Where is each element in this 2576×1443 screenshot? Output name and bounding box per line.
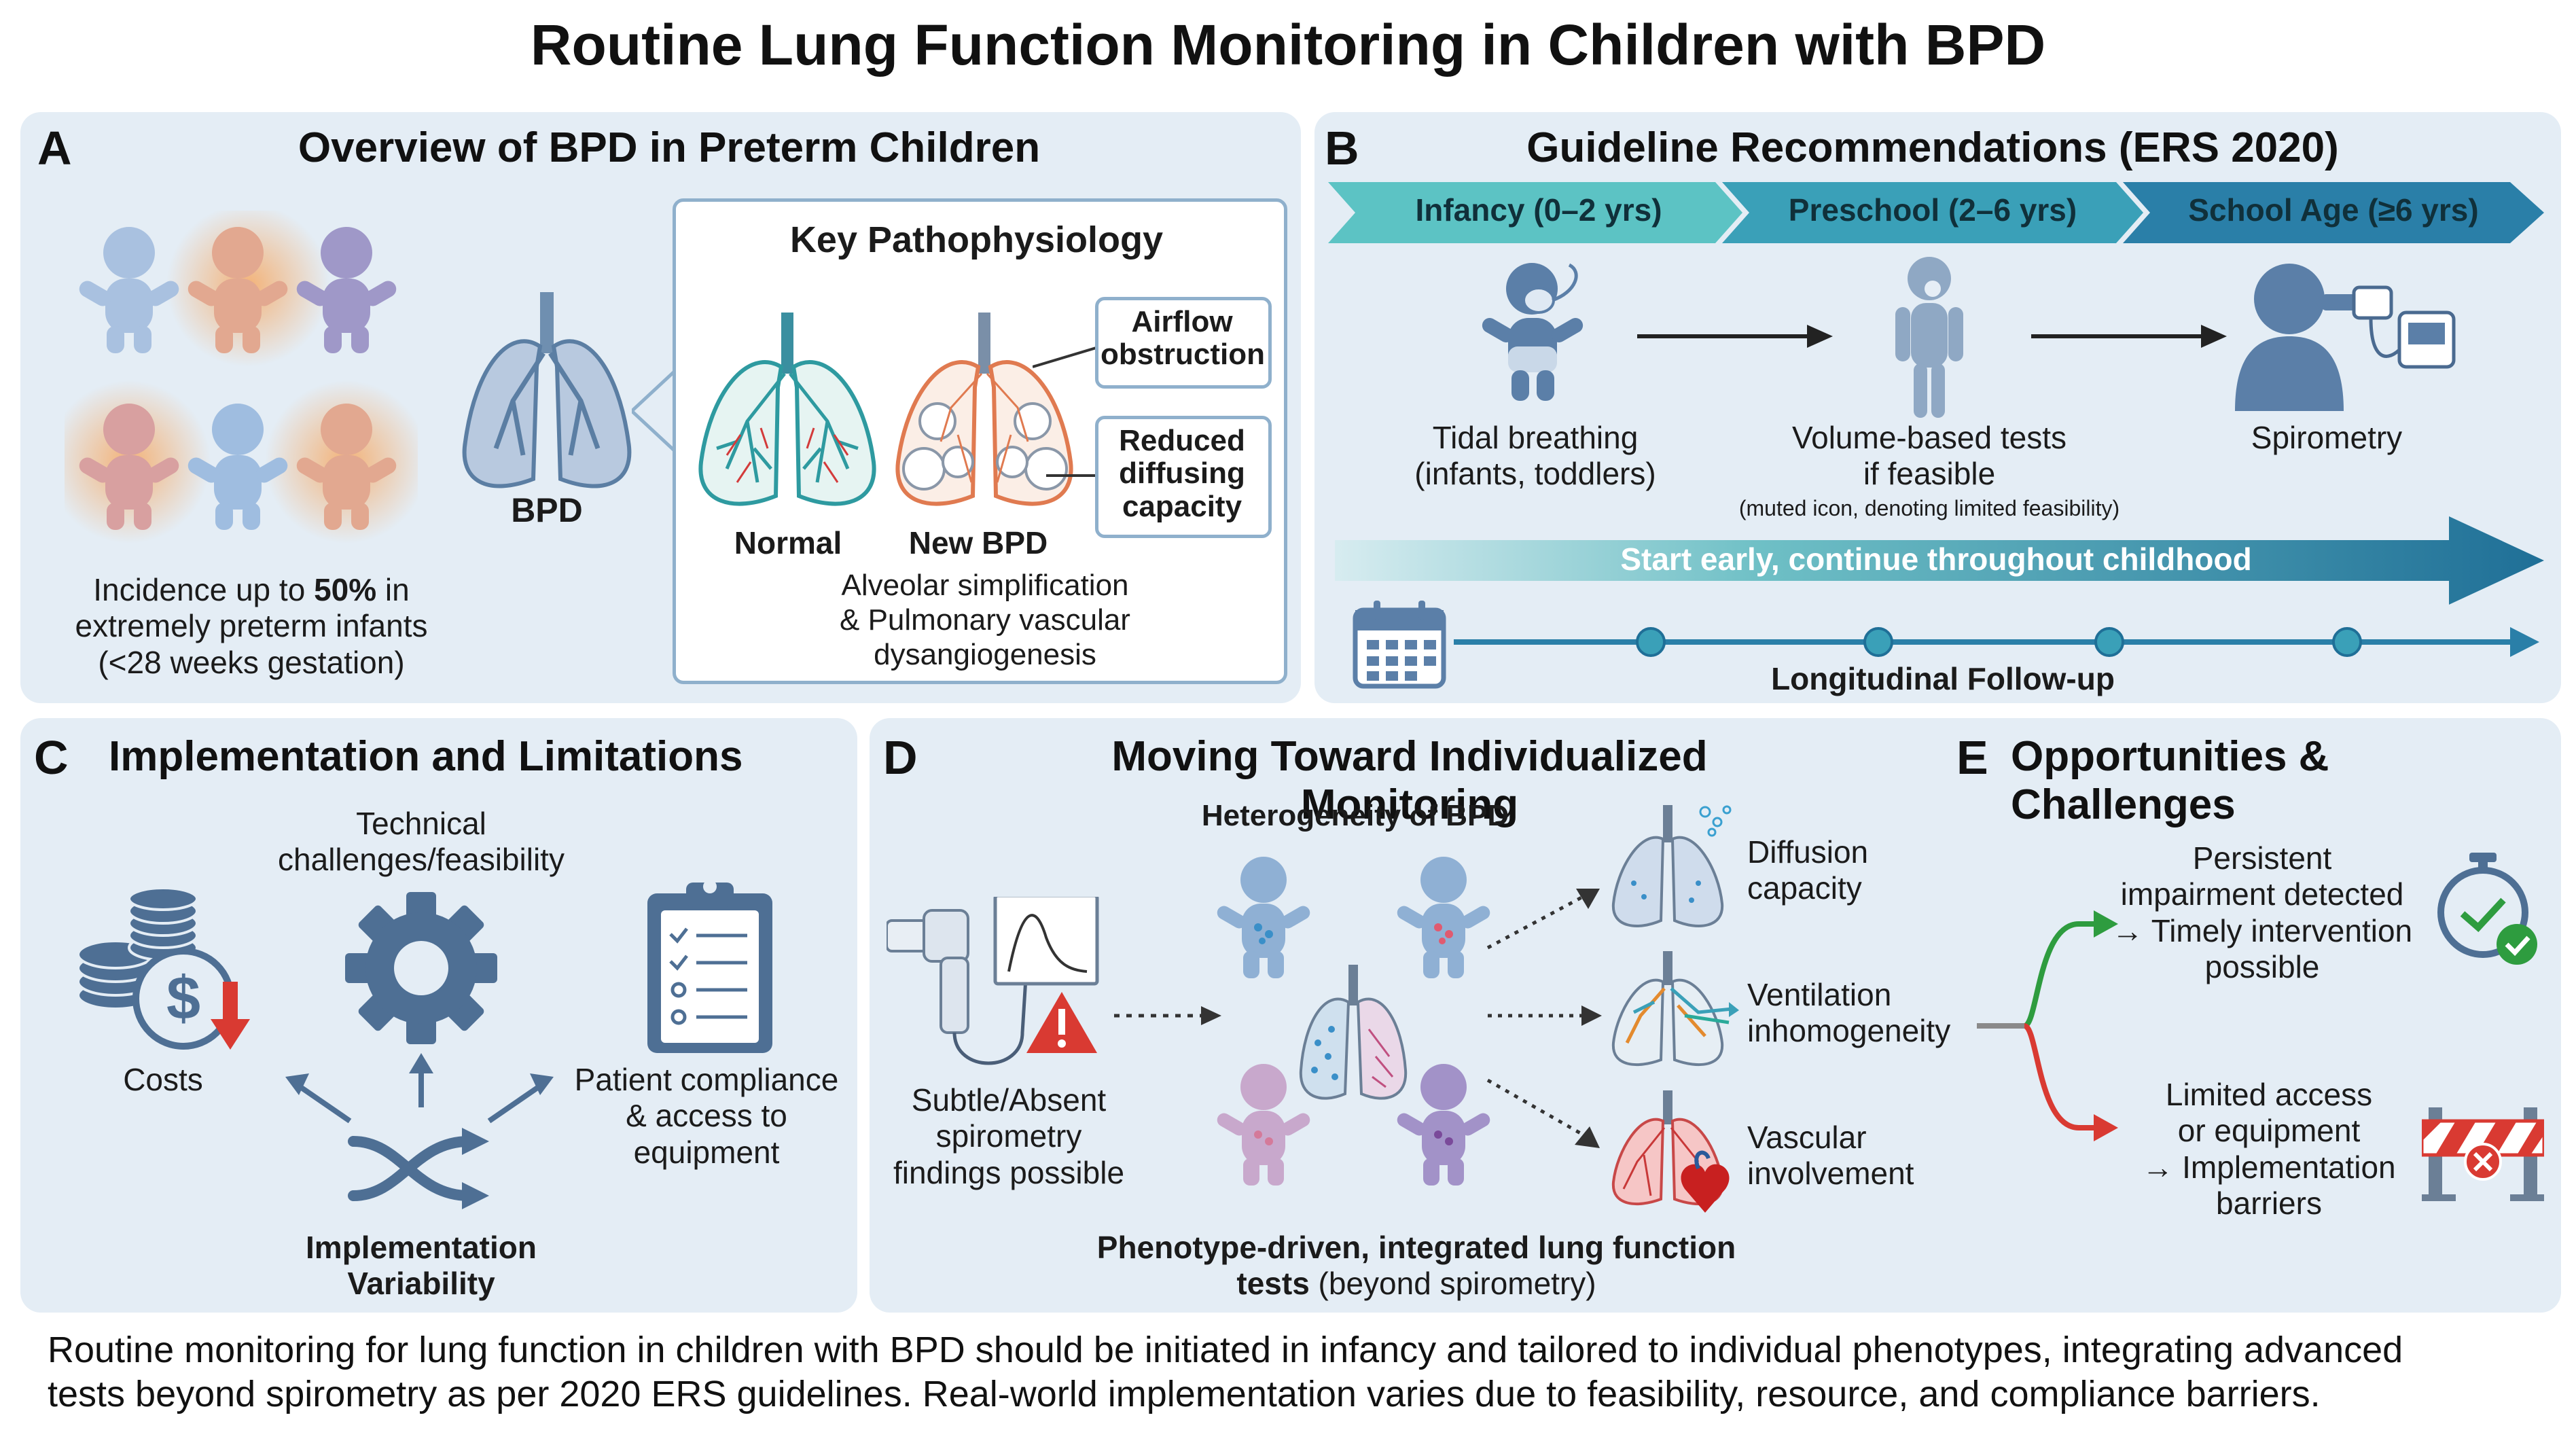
heterogeneity-label: Heterogeneity of BPD <box>1201 799 1509 832</box>
infant-mask-icon <box>1482 263 1584 401</box>
costs-icon: $ <box>77 887 250 1050</box>
bpd-label: BPD <box>511 491 583 529</box>
spirometer-icon <box>887 897 1099 1065</box>
baby-icon <box>296 404 397 530</box>
spirometry-label: Spirometry <box>2251 420 2403 455</box>
panel-c-title: Implementation and Limitations <box>109 733 743 780</box>
normal-lung-icon <box>698 313 876 506</box>
panel-b-letter: B <box>1325 122 1359 175</box>
bpd-lungs-icon <box>462 292 632 488</box>
airflow-obstruction-label: Airflow obstruction <box>1101 305 1265 372</box>
ventilation-lung-icon <box>1611 951 1739 1067</box>
svg-text:$: $ <box>166 965 200 1033</box>
incidence-text: Incidence up to 50% in extremely preterm… <box>75 572 428 680</box>
panel-b-title: Guideline Recommendations (ERS 2020) <box>1526 124 2339 171</box>
stage-preschool: Preschool (2–6 yrs) <box>1788 192 2077 228</box>
baby-icon <box>79 227 179 353</box>
summary-caption: Routine monitoring for lung function in … <box>48 1330 2403 1414</box>
preterm-babies-illustration <box>65 211 418 544</box>
normal-label: Normal <box>734 525 842 560</box>
baby-icon <box>187 404 288 530</box>
implementation-arrows <box>285 1053 554 1209</box>
new-bpd-lung-icon <box>895 313 1073 506</box>
new-bpd-label: New BPD <box>908 525 1048 560</box>
reduced-diffusing-label: Reduced diffusing capacity <box>1119 424 1245 523</box>
spirometry-person-icon <box>2235 264 2456 411</box>
followup-timeline <box>1454 627 2539 657</box>
vascular-lung-icon <box>1611 1090 1730 1213</box>
start-early-arrow <box>1335 516 2544 605</box>
baby-icon <box>187 227 288 353</box>
stage-chevrons <box>1328 182 2544 243</box>
panel-e-title: Opportunities & Challenges <box>2011 733 2329 828</box>
stopwatch-check-icon <box>2437 853 2537 965</box>
diffusion-lung-icon <box>1611 805 1732 927</box>
calendar-icon <box>1353 601 1446 689</box>
panel-d-letter: D <box>883 731 918 784</box>
panel-d-title: Moving Toward Individualized Monitoring <box>1111 733 1708 828</box>
clipboard-checklist-icon <box>647 880 772 1053</box>
preschool-child-muted-icon <box>1895 257 1963 418</box>
reduced-diffusing-box <box>1095 416 1272 538</box>
baby-icon <box>296 227 397 353</box>
tidal-breathing-label: Tidal breathing(infants, toddlers) <box>1414 420 1656 492</box>
alveolar-text: Alveolar simplification & Pulmonary vasc… <box>840 569 1130 672</box>
panel-e-letter: E <box>1956 731 1988 784</box>
panel-c-letter: C <box>34 731 69 784</box>
panel-a-title: Overview of BPD in Preterm Children <box>298 124 1041 171</box>
opportunity-branch <box>1977 910 2118 1141</box>
stage-infancy: Infancy (0–2 yrs) <box>1415 192 1662 228</box>
start-early-label: Start early, continue throughout childho… <box>1620 541 2252 577</box>
heterogeneity-babies-illustration <box>1217 857 1490 1186</box>
barrier-icon <box>2422 1107 2544 1201</box>
followup-label: Longitudinal Follow-up <box>1771 661 2115 696</box>
panel-a-letter: A <box>37 122 72 175</box>
baby-icon <box>79 404 179 530</box>
pathophysiology-title: Key Pathophysiology <box>789 219 1164 260</box>
stage-school-age: School Age (≥6 yrs) <box>2188 192 2479 228</box>
costs-label: Costs <box>123 1062 203 1097</box>
gear-icon <box>345 892 497 1044</box>
main-title: Routine Lung Function Monitoring in Chil… <box>530 13 2046 77</box>
volume-note: (muted icon, denoting limited feasibilit… <box>1738 496 2120 520</box>
phenotype-driven-label: Phenotype-driven, integrated lung functi… <box>1096 1230 1736 1302</box>
airflow-obstruction-box <box>1095 297 1272 389</box>
